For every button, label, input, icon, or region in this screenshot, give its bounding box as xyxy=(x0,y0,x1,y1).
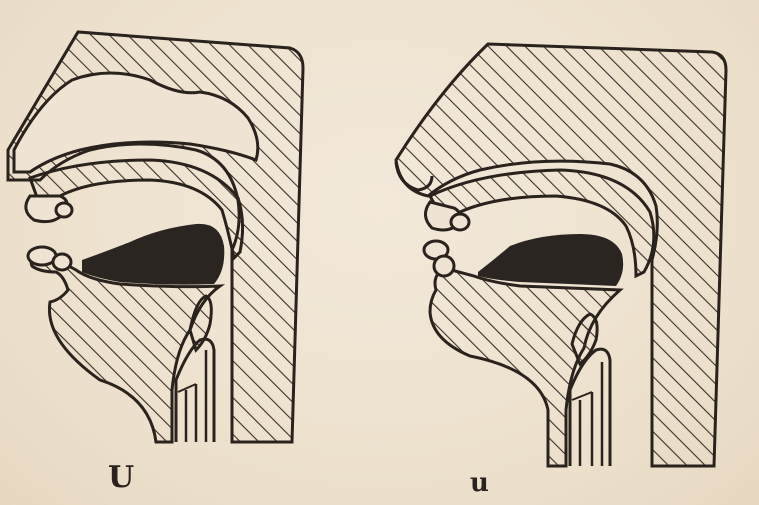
right-lower-tooth xyxy=(434,256,454,276)
right-trachea xyxy=(580,362,602,466)
left-lower-tooth xyxy=(53,254,71,270)
left-upper-tooth xyxy=(56,203,72,217)
left-vocal-tract xyxy=(8,32,303,442)
right-vowel-label: u xyxy=(470,470,489,496)
right-upper-tooth xyxy=(451,214,469,230)
right-vocal-tract xyxy=(396,44,726,466)
right-oral-cavity xyxy=(478,234,623,286)
left-oral-cavity xyxy=(82,224,224,285)
left-vowel-label: U xyxy=(108,463,134,493)
left-trachea xyxy=(186,350,206,442)
